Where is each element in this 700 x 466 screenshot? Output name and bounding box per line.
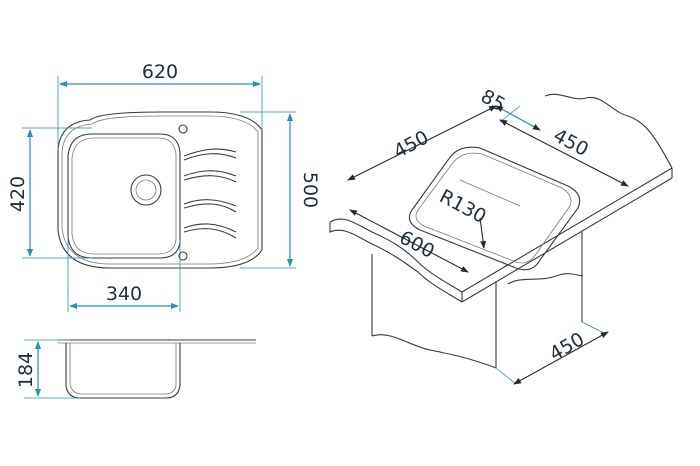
bowl-outline xyxy=(67,133,181,259)
cabinet-lower-wave-left xyxy=(371,334,497,369)
overflow-hole-icon xyxy=(178,251,188,261)
drain-inner xyxy=(135,179,157,201)
drainer-groove-1 xyxy=(183,148,237,161)
countertop-left-edge xyxy=(329,218,463,293)
drain-outer xyxy=(130,174,162,206)
top-view: 620 420 500 340 xyxy=(7,61,321,312)
dim-450-right: 450 xyxy=(550,124,592,160)
cabinet-lower-wave-right xyxy=(507,273,583,285)
dim-height-500: 500 xyxy=(299,172,321,208)
side-view: 184 xyxy=(15,339,256,399)
drainer-groove-3 xyxy=(183,199,237,213)
sink-cutout xyxy=(408,146,581,271)
dim-height-420: 420 xyxy=(7,176,29,212)
sink-outer-outline xyxy=(57,111,263,269)
drainer-groove-2 xyxy=(183,170,237,183)
side-bowl xyxy=(65,343,181,399)
drainer-groove-4 xyxy=(183,223,237,239)
dim-width-620: 620 xyxy=(142,61,178,83)
bowl-inner-outline xyxy=(71,137,177,255)
tap-hole-icon xyxy=(178,124,188,134)
sink-outer-outline-inner xyxy=(61,115,259,265)
dim-450-bottom: 450 xyxy=(546,328,588,365)
dim-450-left: 450 xyxy=(390,126,432,162)
dim-bowl-width-340: 340 xyxy=(106,283,142,305)
dim-depth-184: 184 xyxy=(15,352,37,388)
iso-view: 85 450 450 R130 600 450 xyxy=(329,85,673,385)
countertop-front-right xyxy=(461,167,673,293)
countertop-back-edge xyxy=(544,93,673,169)
dim-85: 85 xyxy=(477,85,509,116)
dim-radius-r130: R130 xyxy=(436,185,490,228)
dim-600: 600 xyxy=(396,226,438,262)
